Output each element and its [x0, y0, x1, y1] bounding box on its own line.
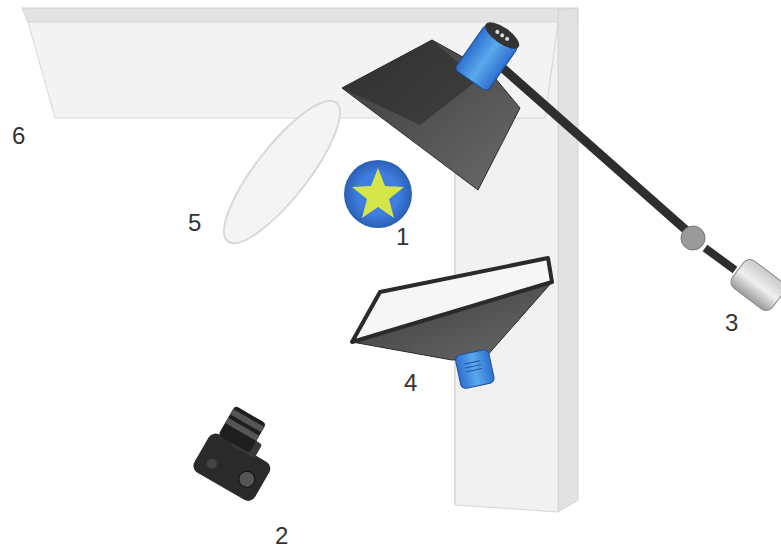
wall [22, 8, 578, 512]
boom-light [342, 17, 781, 313]
callout-number: 4 [404, 371, 417, 395]
callout-number: 3 [725, 311, 738, 335]
softbox [352, 258, 552, 389]
callout-number: 6 [12, 124, 25, 148]
camera [191, 402, 290, 504]
reflector [207, 87, 356, 258]
callout-number: 2 [275, 524, 288, 548]
subject [344, 160, 412, 228]
callout-number: 1 [396, 225, 409, 249]
callout-number: 5 [188, 211, 201, 235]
